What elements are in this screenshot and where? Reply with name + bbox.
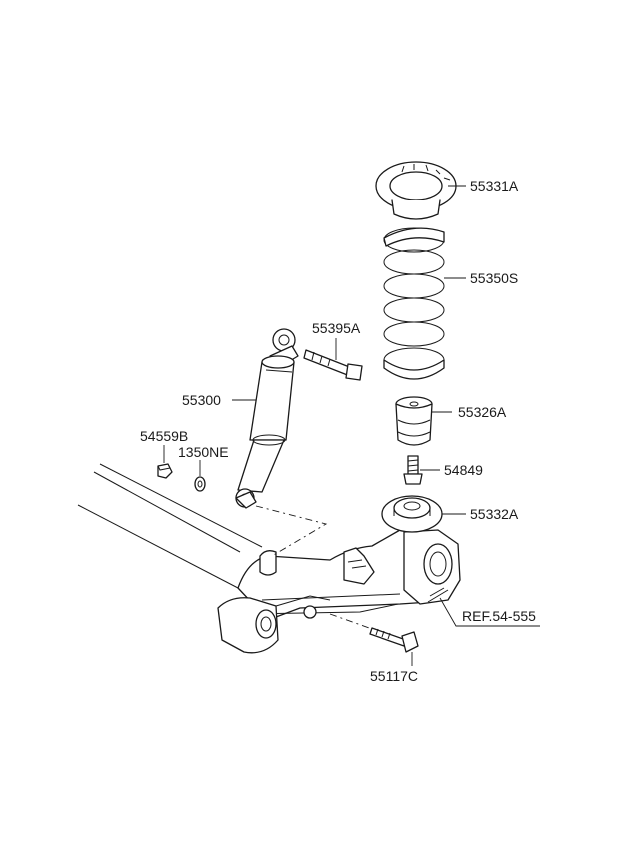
rear-axle-beam: [77, 463, 461, 654]
leader-lines: [163, 185, 540, 666]
label-55331A: 55331A: [470, 178, 519, 194]
upper-spring-seat: [375, 161, 457, 220]
install-line-bolt: [329, 613, 387, 635]
label-55350S: 55350S: [470, 270, 518, 286]
bump-stopper: [395, 396, 433, 446]
label-54849: 54849: [444, 462, 483, 478]
label-55395A: 55395A: [312, 320, 361, 336]
install-line-damper: [255, 505, 328, 557]
label-55300: 55300: [182, 392, 221, 408]
upper-mount-bolt: [303, 349, 363, 381]
label-55117C: 55117C: [370, 668, 418, 684]
lower-spring-seat: [381, 495, 443, 533]
shock-absorber: [235, 328, 299, 509]
coil-spring: [383, 227, 445, 380]
label-1350NE: 1350NE: [178, 444, 229, 460]
label-ref-54-555: REF.54-555: [462, 608, 536, 624]
label-55332A: 55332A: [470, 506, 519, 522]
label-54559B: 54559B: [140, 428, 188, 444]
washer: [194, 476, 206, 492]
nut: [157, 463, 173, 479]
lower-mount-bolt: [369, 627, 419, 653]
stopper-bolt: [403, 455, 423, 485]
label-55326A: 55326A: [458, 404, 507, 420]
